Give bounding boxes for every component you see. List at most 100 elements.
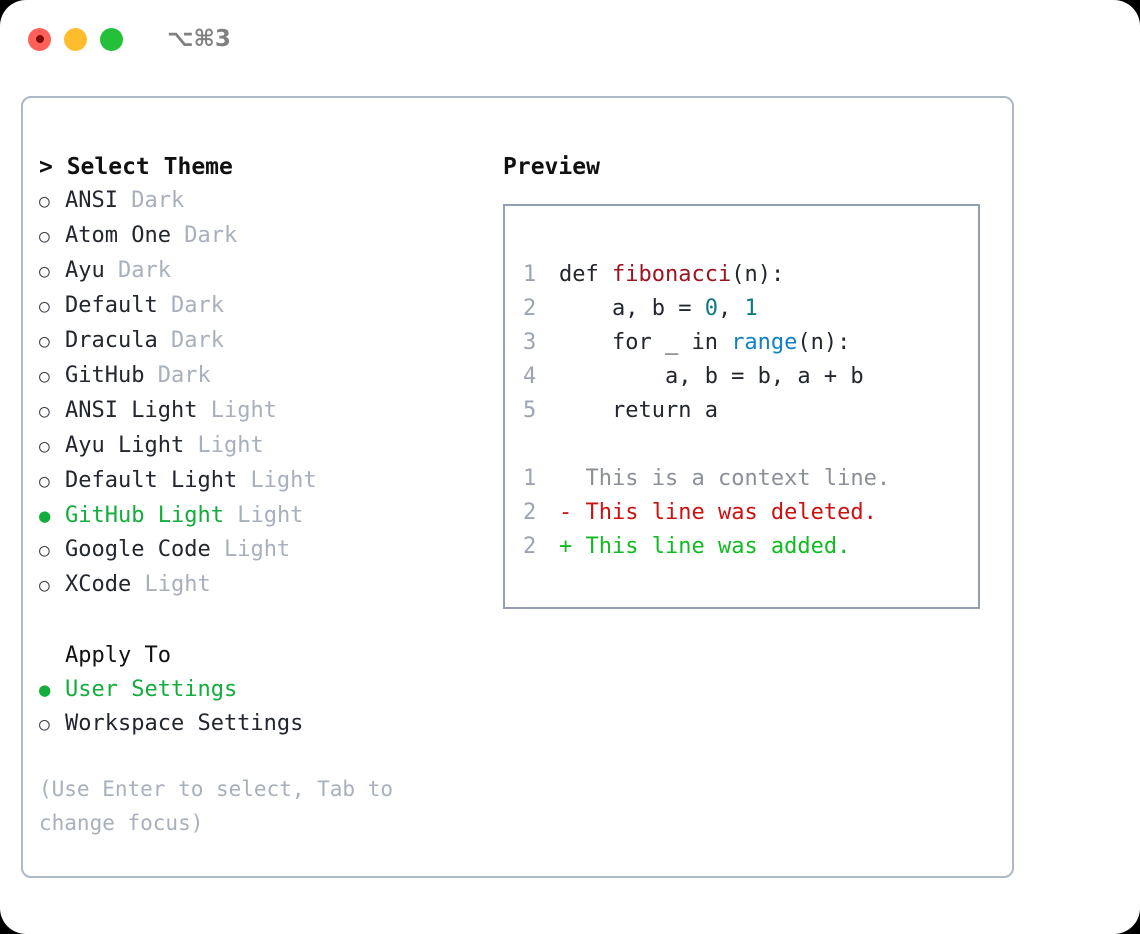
code-token-plain: a, b =	[559, 296, 705, 321]
radio-unselected-icon: ○	[39, 191, 50, 212]
code-token-plain: ,	[717, 296, 745, 321]
radio-unselected-icon: ○	[39, 296, 50, 317]
diff-line-content: This line was added.	[585, 534, 851, 559]
diff-line-number: 1	[523, 466, 537, 491]
keyboard-hint-text: (Use Enter to select, Tab to change focu…	[39, 777, 406, 835]
radio-unselected-icon: ○	[39, 261, 50, 282]
code-line: 2 a, b = 0, 1	[523, 292, 978, 326]
diff-sample: 1 This is a context line.2- This line wa…	[523, 462, 978, 564]
theme-option-atom-one[interactable]: ○Atom One Dark	[39, 219, 503, 254]
diff-line: 2- This line was deleted.	[523, 496, 978, 530]
apply-to-option-user-settings[interactable]: ● User Settings	[39, 673, 503, 707]
code-token-plain: a, b = b, a + b	[559, 364, 864, 389]
code-token-plain: (n):	[731, 262, 785, 287]
code-token-call: range	[731, 330, 798, 355]
theme-option-variant-tag: Dark	[157, 363, 211, 388]
radio-selected-icon: ●	[39, 679, 51, 701]
theme-option-variant-tag: Dark	[118, 258, 171, 283]
code-line-content: for _ in range(n):	[559, 326, 850, 360]
theme-option-label: Default Light	[65, 468, 238, 493]
theme-option-default[interactable]: ○ Default Dark	[39, 289, 503, 324]
radio-unselected-icon: ○	[39, 436, 50, 457]
keyboard-shortcut-label: ⌥⌘3	[167, 26, 231, 52]
code-line-content: def fibonacci(n):	[559, 258, 784, 292]
code-line-number: 1	[523, 262, 537, 287]
code-line: 5 return a	[523, 394, 978, 428]
diff-line: 2+ This line was added.	[523, 530, 978, 564]
code-token-num: 0	[704, 296, 718, 321]
code-line-number: 2	[523, 296, 537, 321]
diff-line-number: 2	[523, 500, 537, 525]
close-window-button[interactable]	[28, 27, 51, 51]
theme-option-label: Default	[65, 293, 158, 318]
apply-to-label: Apply To	[65, 643, 171, 668]
apply-to-option-label: User Settings	[65, 677, 238, 702]
theme-option-variant-tag: Light	[250, 468, 317, 493]
theme-option-xcode[interactable]: ○XCode Light	[39, 568, 503, 603]
radio-selected-icon: ●	[39, 505, 51, 527]
maximize-window-button[interactable]	[100, 27, 123, 51]
theme-option-variant-tag: Light	[237, 503, 304, 528]
theme-option-default-light[interactable]: ○ Default Light Light	[39, 464, 503, 499]
diff-line-content: This line was deleted.	[585, 500, 877, 525]
theme-option-label: Ayu Light	[65, 433, 185, 458]
theme-option-ayu[interactable]: ○Ayu Dark	[39, 254, 503, 289]
radio-unselected-icon: ○	[39, 575, 50, 596]
theme-option-variant-tag: Dark	[131, 188, 185, 213]
theme-option-label: ANSI Light	[65, 398, 198, 423]
code-line-content: return a	[559, 394, 718, 428]
radio-unselected-icon: ○	[39, 714, 50, 735]
code-token-plain: for _ in	[559, 330, 732, 355]
code-line-content: a, b = b, a + b	[559, 360, 864, 394]
apply-to-option-list[interactable]: ● User Settings ○Workspace Settings	[39, 673, 503, 742]
theme-option-github[interactable]: ○ GitHub Dark	[39, 359, 503, 394]
code-line-number: 3	[523, 330, 537, 355]
theme-option-variant-tag: Dark	[170, 328, 224, 353]
radio-unselected-icon: ○	[39, 471, 50, 492]
theme-option-variant-tag: Light	[197, 433, 264, 458]
theme-option-label: ANSI	[65, 188, 118, 213]
select-theme-header: > Select Theme	[39, 154, 233, 180]
apply-to-section: Apply To ● User Settings ○Workspace Settin…	[39, 639, 503, 742]
diff-line-number: 2	[523, 534, 537, 559]
theme-option-variant-tag: Light	[144, 572, 211, 597]
radio-unselected-icon: ○	[39, 366, 50, 387]
theme-option-ayu-light[interactable]: ○ Ayu Light Light	[39, 429, 503, 464]
minimize-window-button[interactable]	[64, 27, 87, 51]
diff-marker	[559, 462, 586, 496]
traffic-light-group	[28, 27, 123, 51]
theme-option-label: GitHub	[65, 363, 145, 388]
theme-option-ansi[interactable]: ○ ANSI Dark	[39, 184, 503, 219]
code-spacer	[523, 428, 978, 462]
radio-unselected-icon: ○	[39, 401, 50, 422]
theme-option-variant-tag: Dark	[170, 293, 224, 318]
theme-selector-column: > Select Theme ○ANSI Dark○Atom One Dark○…	[23, 98, 503, 876]
code-line-number: 4	[523, 364, 537, 389]
code-line: 1 def fibonacci(n):	[523, 258, 978, 292]
theme-option-list[interactable]: ○ANSI Dark○Atom One Dark○Ayu Dark○Defaul…	[39, 184, 503, 603]
theme-option-google-code[interactable]: ○ Google Code Light	[39, 533, 503, 568]
code-token-plain: return a	[559, 398, 718, 423]
title-bar: ⌥⌘3	[0, 0, 1140, 78]
code-line: 3 for _ in range(n):	[523, 326, 978, 360]
theme-option-label: Dracula	[65, 328, 158, 353]
main-panel: > Select Theme ○ANSI Dark○Atom One Dark○…	[21, 96, 1014, 878]
radio-unselected-icon: ○	[39, 226, 50, 247]
theme-option-variant-tag: Light	[210, 398, 277, 423]
code-token-plain: (n):	[797, 330, 851, 355]
theme-option-github-light[interactable]: ● GitHub Light Light	[39, 499, 503, 533]
apply-to-option-workspace-settings[interactable]: ○Workspace Settings	[39, 707, 503, 742]
theme-option-label: Google Code	[65, 537, 211, 562]
theme-option-ansi-light[interactable]: ○ ANSI Light Light	[39, 394, 503, 429]
preview-header: Preview	[503, 154, 600, 180]
theme-option-label: GitHub Light	[65, 503, 224, 528]
code-token-num: 1	[744, 296, 758, 321]
theme-option-dracula[interactable]: ○Dracula Dark	[39, 324, 503, 359]
theme-option-variant-tag: Light	[223, 537, 291, 562]
theme-option-label: Atom One	[65, 223, 171, 248]
radio-unselected-icon: ○	[39, 540, 50, 561]
